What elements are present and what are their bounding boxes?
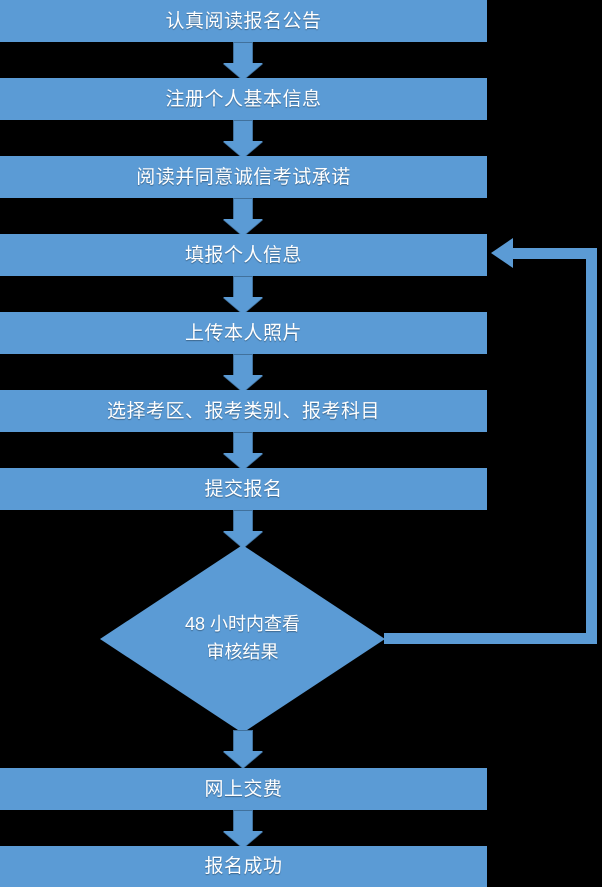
arrow-head-icon: [223, 375, 263, 392]
flow-node-step-3[interactable]: 阅读并同意诚信考试承诺: [0, 156, 487, 198]
flow-node-step-6[interactable]: 选择考区、报考类别、报考科目: [0, 390, 487, 432]
arrow-shaft: [233, 120, 253, 142]
arrow-shaft: [233, 42, 253, 64]
loop-segment-right-vertical: [586, 248, 597, 638]
flow-node-step-2[interactable]: 注册个人基本信息: [0, 78, 487, 120]
connector-arrow-down-4: [223, 276, 263, 314]
flow-node-step-5[interactable]: 上传本人照片: [0, 312, 487, 354]
flow-node-label: 注册个人基本信息: [165, 88, 322, 110]
arrow-head-icon: [223, 453, 263, 470]
arrow-shaft: [233, 354, 253, 376]
flow-node-label: 选择考区、报考类别、报考科目: [106, 400, 380, 422]
decision-label-line-2: 审核结果: [206, 642, 279, 662]
flow-node-step-1[interactable]: 认真阅读报名公告: [0, 0, 487, 42]
flow-node-label: 提交报名: [204, 478, 283, 500]
arrow-head-icon: [223, 219, 263, 236]
loop-segment-top-horizontal: [512, 248, 592, 259]
flow-node-step-8-decision[interactable]: 48 小时内查看 审核结果: [100, 545, 385, 733]
arrow-shaft: [233, 432, 253, 454]
loop-segment-bottom-horizontal: [384, 633, 597, 644]
connector-arrow-down-3: [223, 198, 263, 236]
decision-label-line-1: 48 小时内查看: [184, 614, 301, 635]
arrow-shaft: [233, 276, 253, 298]
arrow-head-left-icon: [491, 238, 513, 268]
flow-node-label: 报名成功: [204, 856, 283, 877]
flow-node-step-7[interactable]: 提交报名: [0, 468, 487, 510]
flow-node-step-10[interactable]: 报名成功: [0, 846, 487, 887]
connector-arrow-down-7: [223, 510, 263, 548]
flow-node-label: 填报个人信息: [184, 244, 302, 266]
flow-node-label: 网上交费: [204, 778, 283, 800]
arrow-shaft: [233, 730, 253, 752]
flow-node-step-4[interactable]: 填报个人信息: [0, 234, 487, 276]
flow-node-label: 阅读并同意诚信考试承诺: [136, 166, 351, 188]
arrow-head-icon: [223, 831, 263, 848]
connector-arrow-down-9: [223, 810, 263, 848]
flow-node-label: 上传本人照片: [184, 322, 302, 344]
connector-arrow-down-5: [223, 354, 263, 392]
arrow-shaft: [233, 810, 253, 832]
arrow-shaft: [233, 510, 253, 532]
arrow-head-icon: [223, 63, 263, 80]
connector-arrow-down-1: [223, 42, 263, 80]
arrow-head-icon: [223, 297, 263, 314]
arrow-head-icon: [223, 531, 263, 548]
connector-arrow-down-2: [223, 120, 263, 158]
arrow-shaft: [233, 198, 253, 220]
connector-arrow-down-6: [223, 432, 263, 470]
arrow-head-icon: [223, 751, 263, 768]
flow-node-step-9[interactable]: 网上交费: [0, 768, 487, 810]
flow-node-label: 48 小时内查看 审核结果: [100, 545, 385, 733]
connector-arrow-down-8: [223, 730, 263, 768]
arrow-head-icon: [223, 141, 263, 158]
flow-node-label: 认真阅读报名公告: [165, 10, 322, 32]
